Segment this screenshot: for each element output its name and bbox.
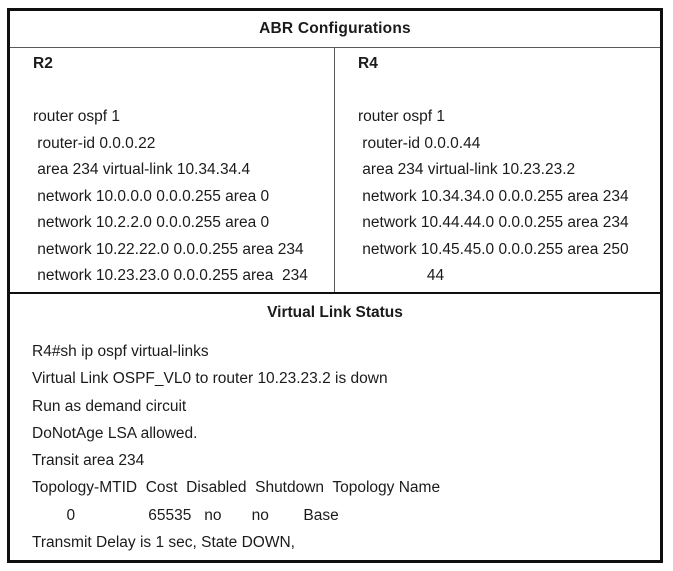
vl-output-line: R4#sh ip ospf virtual-links (32, 343, 209, 360)
r4-config-line: router-id 0.0.0.44 (358, 134, 481, 152)
abr-configurations-header: ABR Configurations (10, 11, 660, 48)
r2-config-panel: R2 router ospf 1 router-id 0.0.0.22 area… (10, 48, 335, 292)
router-config-columns: R2 router ospf 1 router-id 0.0.0.22 area… (10, 48, 660, 294)
r4-config-line: router ospf 1 (358, 108, 446, 125)
vl-output-line: Topology-MTID Cost Disabled Shutdown Top… (32, 479, 441, 497)
vl-output-line: Transit area 234 (32, 452, 145, 470)
r2-config-line: area 234 virtual-link 10.34.34.4 (33, 161, 251, 178)
r4-config-line: area 234 virtual-link 10.23.23.2 (358, 161, 576, 178)
vl-output-line: DoNotAge LSA allowed. (32, 424, 198, 442)
r4-config-line: 44 (358, 267, 445, 284)
r2-config-line: network 10.2.2.0 0.0.0.255 area 0 (33, 214, 270, 231)
r4-config-line: network 10.45.45.0 0.0.0.255 area 250 (358, 240, 629, 258)
r4-config-line: network 10.34.34.0 0.0.0.255 area 234 (358, 187, 629, 205)
vl-output-line: Virtual Link OSPF_VL0 to router 10.23.23… (32, 370, 388, 388)
r2-config-line: router-id 0.0.0.22 (33, 134, 156, 152)
vl-output-line: Run as demand circuit (32, 397, 187, 415)
r4-config-panel: R4 router ospf 1 router-id 0.0.0.44 area… (335, 48, 660, 292)
r2-config-line: network 10.22.22.0 0.0.0.255 area 234 (33, 240, 304, 258)
virtual-link-status-panel: Virtual Link Status R4#sh ip ospf virtua… (10, 294, 660, 556)
vl-output-line: 0 65535 no no Base (32, 506, 339, 524)
r2-config-line: router ospf 1 (33, 108, 121, 125)
virtual-link-status-output: R4#sh ip ospf virtual-links Virtual Link… (10, 324, 660, 556)
vl-output-line: Transmit Delay is 1 sec, State DOWN, (32, 534, 295, 552)
r2-config-line: network 10.23.23.0 0.0.0.255 area 234 (33, 267, 308, 284)
r2-heading: R2 (33, 55, 53, 72)
r4-config-line: network 10.44.44.0 0.0.0.255 area 234 (358, 214, 629, 231)
abr-configurations-title: ABR Configurations (259, 20, 411, 37)
virtual-link-status-title: Virtual Link Status (267, 304, 403, 321)
r2-config-line: network 10.0.0.0 0.0.0.255 area 0 (33, 187, 270, 205)
exhibit-frame: ABR Configurations R2 router ospf 1 rout… (7, 8, 663, 563)
r4-heading: R4 (358, 55, 378, 72)
